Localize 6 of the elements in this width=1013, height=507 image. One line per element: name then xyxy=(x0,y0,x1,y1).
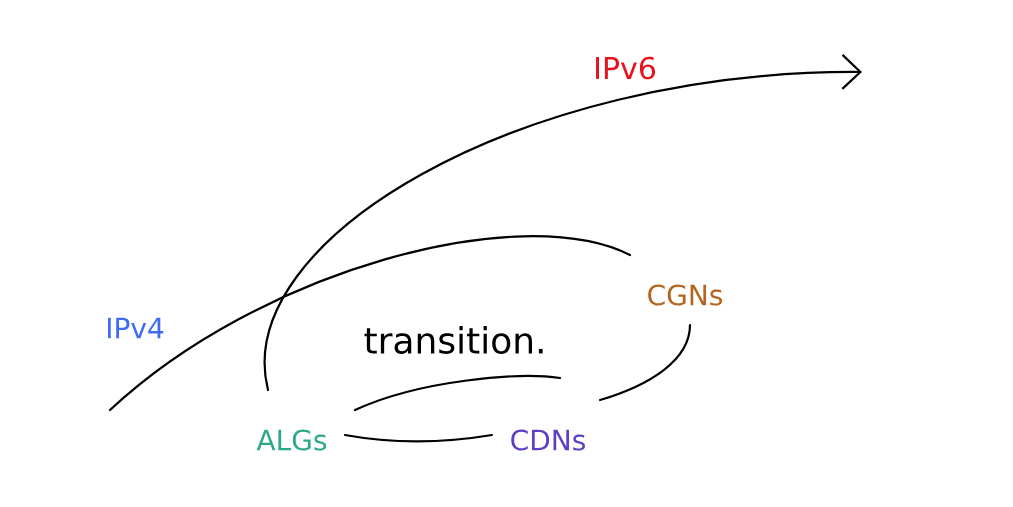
handwritten-label: IPv4 xyxy=(108,317,164,339)
handwritten-label: CDNs xyxy=(511,429,585,451)
handwritten-label: ALGs xyxy=(256,429,327,451)
handwritten-label: IPv6 xyxy=(596,56,655,80)
handwritten-label: transition. xyxy=(364,326,543,354)
handwritten-label: CGNs xyxy=(648,284,722,306)
